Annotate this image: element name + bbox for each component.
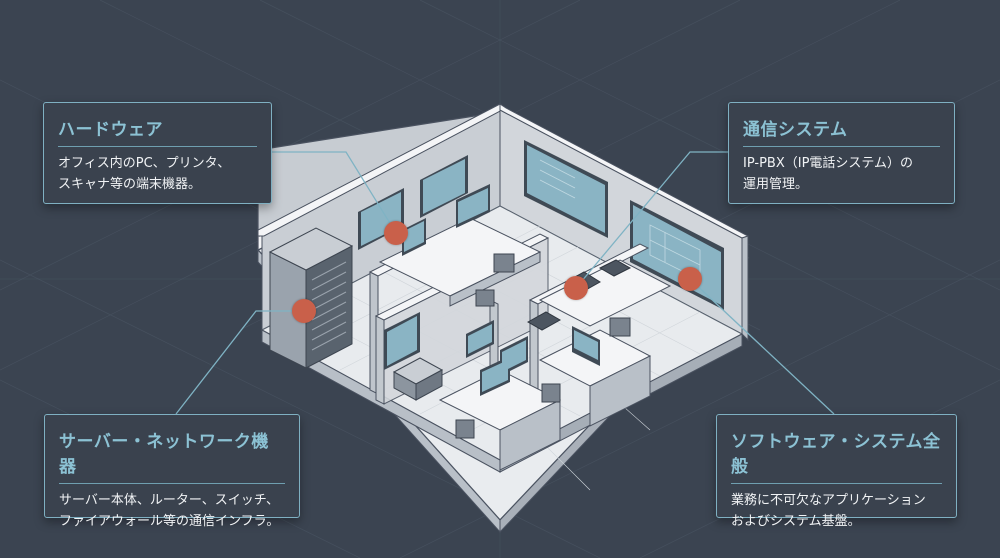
- callout-server-network: サーバー・ネットワーク機器 サーバー本体、ルーター、スイッチ、 ファイアウォール…: [44, 414, 300, 529]
- callout-communication: 通信システム IP-PBX（IP電話システム）の 運用管理。: [728, 102, 955, 204]
- callout-hardware: ハードウェア オフィス内のPC、プリンタ、 スキャナ等の端末機器。: [43, 102, 272, 204]
- callout-title: ソフトウェア・システム全般: [731, 427, 942, 484]
- marker-server-network: [292, 299, 316, 323]
- callout-title: ハードウェア: [58, 115, 257, 147]
- desk-phones: [538, 259, 672, 327]
- marker-hardware: [384, 221, 408, 245]
- callout-software: ソフトウェア・システム全般 業務に不可欠なアプリケーション およびシステム基盤。: [716, 414, 957, 529]
- leader-line-software: [689, 278, 835, 415]
- marker-communication: [564, 276, 588, 300]
- callout-title: サーバー・ネットワーク機器: [59, 427, 285, 484]
- marker-software: [678, 267, 702, 291]
- leader-line-hardware: [272, 151, 397, 234]
- callout-body: IP-PBX（IP電話システム）の 運用管理。: [743, 156, 914, 192]
- leader-line-communication: [575, 151, 728, 289]
- leader-line-server: [175, 310, 304, 415]
- callout-title: 通信システム: [743, 115, 940, 147]
- callout-body: オフィス内のPC、プリンタ、 スキャナ等の端末機器。: [58, 156, 231, 192]
- callout-body: 業務に不可欠なアプリケーション およびシステム基盤。: [731, 493, 926, 529]
- callout-body: サーバー本体、ルーター、スイッチ、 ファイアウォール等の通信インフラ。: [59, 493, 280, 529]
